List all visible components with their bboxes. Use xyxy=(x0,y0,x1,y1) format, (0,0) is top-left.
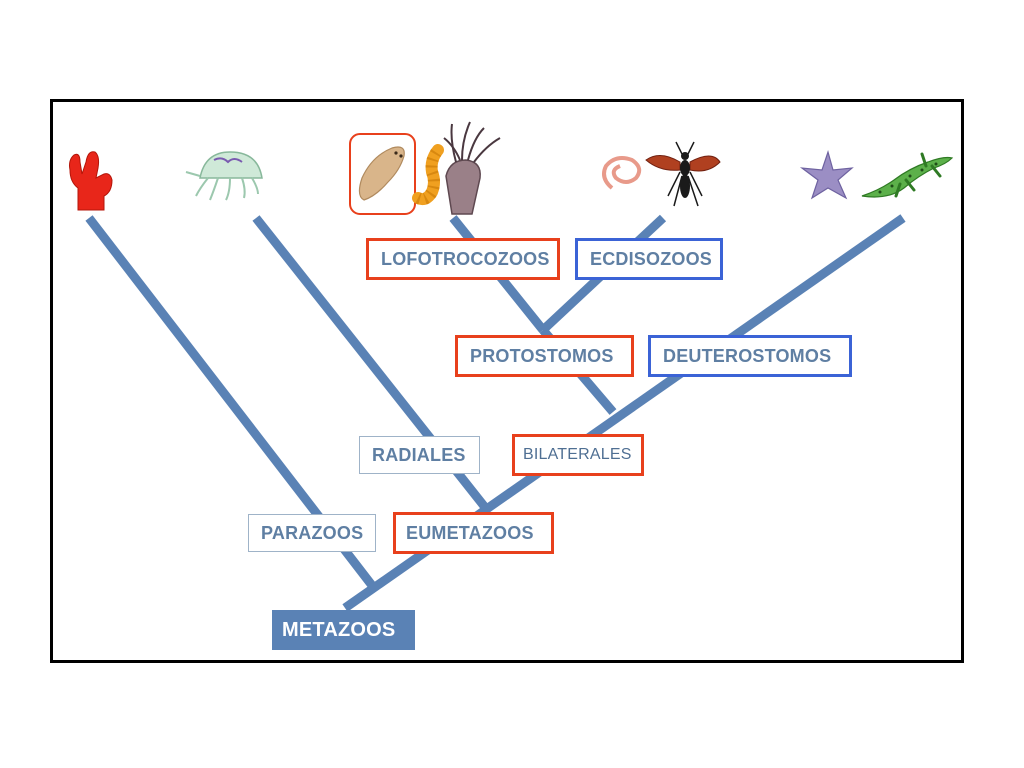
squid-icon xyxy=(443,121,501,215)
insect-icon xyxy=(645,141,721,207)
annelid-worm-icon xyxy=(412,144,444,206)
label-metazoos: METAZOOS xyxy=(272,610,415,650)
label-eumetazoos-text: EUMETAZOOS xyxy=(406,522,534,543)
label-lofotrocozoos-text: LOFOTROCOZOOS xyxy=(381,248,550,269)
label-metazoos-text: METAZOOS xyxy=(282,618,396,641)
flatworm-highlight-box xyxy=(349,133,416,215)
label-radiales: RADIALES xyxy=(359,436,480,474)
label-ecdisozoos-text: ECDISOZOOS xyxy=(590,248,713,269)
label-lofotrocozoos: LOFOTROCOZOOS xyxy=(366,238,560,280)
jellyfish-icon xyxy=(185,151,263,201)
label-deuterostomos-text: DEUTEROSTOMOS xyxy=(663,345,832,366)
label-bilaterales-text: BILATERALES xyxy=(523,446,632,463)
nematode-icon xyxy=(602,156,642,190)
flatworm-icon xyxy=(358,146,405,201)
starfish-icon xyxy=(799,149,854,200)
label-ecdisozoos: ECDISOZOOS xyxy=(575,238,723,280)
label-protostomos: PROTOSTOMOS xyxy=(455,335,634,377)
label-parazoos-text: PARAZOOS xyxy=(261,522,364,543)
label-bilaterales: BILATERALES xyxy=(512,434,644,476)
diagram-frame xyxy=(50,99,964,663)
label-parazoos: PARAZOOS xyxy=(248,514,376,552)
sponge-icon xyxy=(69,151,113,211)
label-deuterostomos: DEUTEROSTOMOS xyxy=(648,335,852,377)
label-eumetazoos: EUMETAZOOS xyxy=(393,512,554,554)
lizard-icon xyxy=(861,152,954,198)
label-protostomos-text: PROTOSTOMOS xyxy=(470,345,614,366)
label-radiales-text: RADIALES xyxy=(372,444,466,465)
